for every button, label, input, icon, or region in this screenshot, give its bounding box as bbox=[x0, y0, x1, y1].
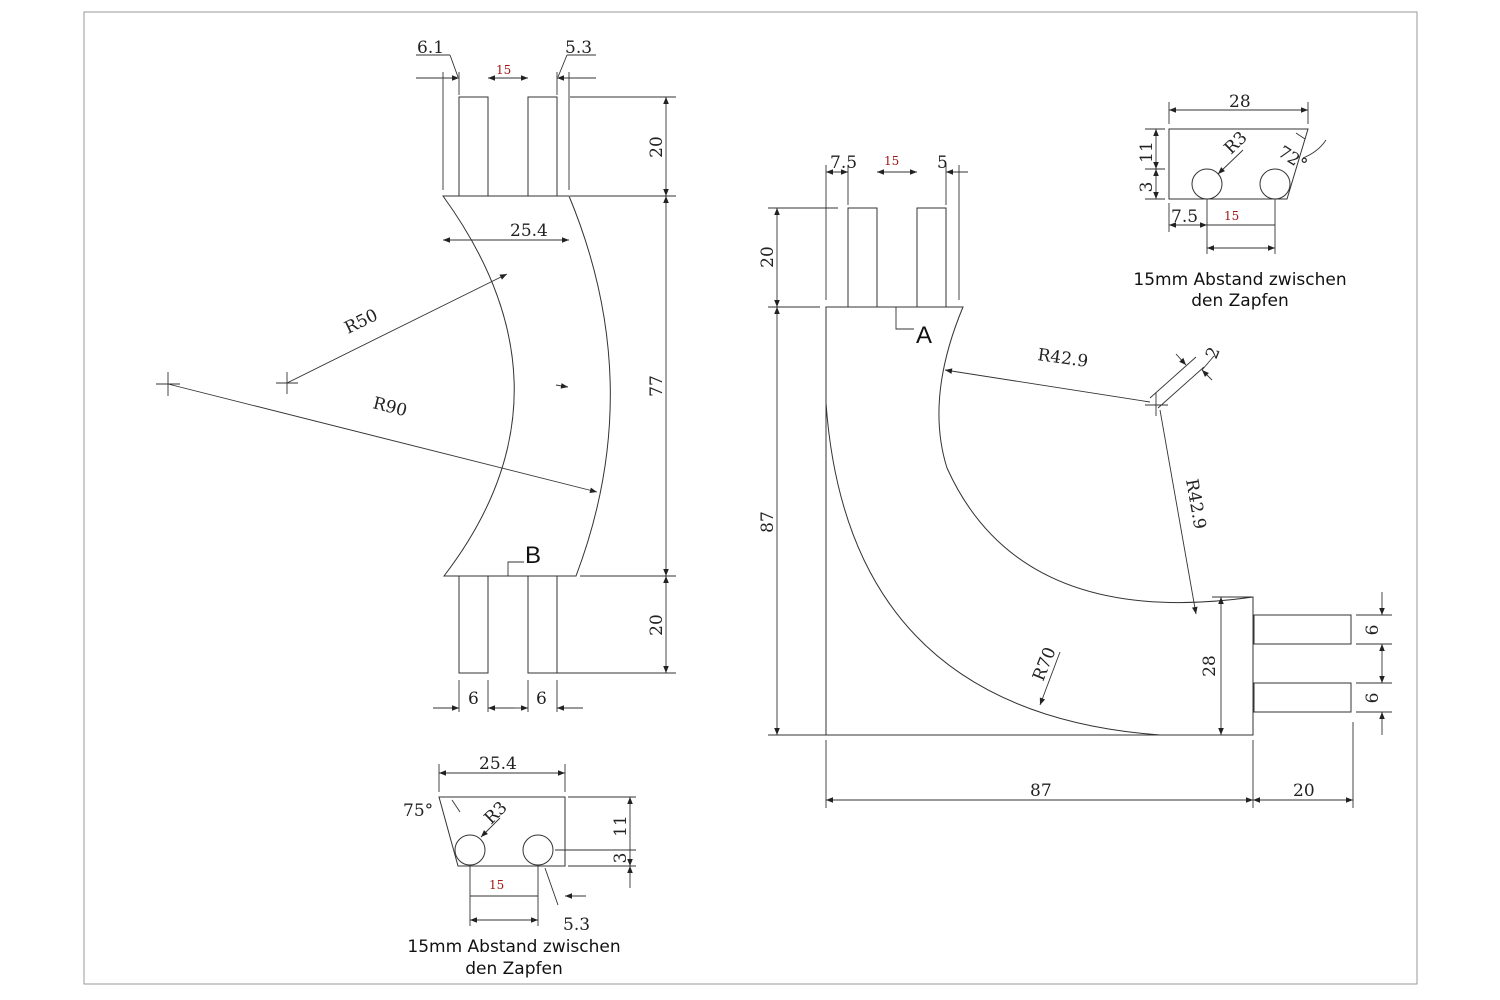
section-a-dim-28: 28 bbox=[1229, 92, 1251, 112]
part-b-bottom-tenon-right bbox=[527, 575, 558, 674]
section-b-angle: 75° bbox=[403, 801, 433, 821]
part-a-body-outline bbox=[825, 306, 1254, 736]
part-a-outer-arc bbox=[825, 402, 1161, 736]
part-a-dim-5: 5 bbox=[937, 153, 948, 173]
part-b-dim-15: 15 bbox=[496, 63, 511, 77]
part-a-label: A bbox=[916, 322, 932, 349]
part-b-dim-6-left: 6 bbox=[468, 689, 479, 709]
section-b-r3: R3 bbox=[481, 798, 512, 829]
part-a-dim-87-height: 87 bbox=[758, 511, 778, 533]
section-a-dim-7-5: 7.5 bbox=[1171, 207, 1198, 227]
part-b bbox=[156, 54, 676, 712]
part-a-top-tenon-right bbox=[916, 207, 947, 308]
part-b-dim-5-3: 5.3 bbox=[565, 38, 592, 58]
section-a-dim-3: 3 bbox=[1137, 182, 1157, 193]
part-b-r50-leader bbox=[286, 273, 508, 384]
part-a-r42-9-label-2: R42.9 bbox=[1181, 477, 1209, 530]
part-a-side-tenon-bottom bbox=[1253, 682, 1352, 713]
part-a-r42-9-leader-1 bbox=[944, 368, 1151, 403]
part-b-dim-6-right: 6 bbox=[536, 689, 547, 709]
part-b-label: B bbox=[525, 542, 541, 569]
section-a-hole-left bbox=[1191, 168, 1223, 200]
part-b-top-tenon-left bbox=[458, 96, 489, 197]
part-b-body-outline bbox=[442, 195, 611, 577]
part-a-dim-28: 28 bbox=[1200, 655, 1220, 677]
section-a-hole-right bbox=[1259, 168, 1291, 200]
section-b-dim-25-4: 25.4 bbox=[479, 754, 517, 774]
part-b-r50-label: R50 bbox=[341, 305, 381, 338]
section-a-note-line2: den Zapfen bbox=[1191, 291, 1289, 311]
part-a-r42-9-label-1: R42.9 bbox=[1036, 345, 1089, 372]
section-b-note-line2: den Zapfen bbox=[465, 959, 563, 979]
section-a-dim-11: 11 bbox=[1137, 141, 1157, 163]
part-a-r70-leader bbox=[1039, 651, 1061, 706]
part-b-dim-20-top: 20 bbox=[647, 136, 667, 158]
part-a-dim-7-5: 7.5 bbox=[830, 153, 857, 173]
part-a-dim-6-top: 6 bbox=[1363, 625, 1383, 636]
part-a-dim-20-tenon: 20 bbox=[1293, 781, 1315, 801]
section-a-outline bbox=[1168, 128, 1309, 200]
part-b-r90-label: R90 bbox=[371, 393, 409, 421]
section-a bbox=[1145, 102, 1327, 254]
part-b-dim-20-bottom: 20 bbox=[647, 614, 667, 636]
part-a-dim-15: 15 bbox=[884, 154, 899, 168]
part-b-bottom-tenon-left bbox=[458, 575, 489, 674]
section-a-r3: R3 bbox=[1221, 128, 1252, 159]
section-a-dim-15: 15 bbox=[1224, 209, 1239, 223]
section-b-hole-right bbox=[522, 834, 554, 866]
section-b-outline bbox=[438, 796, 566, 867]
section-b-dim-15: 15 bbox=[489, 878, 504, 892]
section-b-hole-left bbox=[454, 834, 486, 866]
section-a-note-line1: 15mm Abstand zwischen bbox=[1133, 270, 1346, 290]
part-b-r90-leader bbox=[167, 383, 598, 494]
part-a bbox=[768, 165, 1392, 808]
part-a-top-tenon-left bbox=[847, 207, 878, 308]
part-a-offset-2: 2 bbox=[1202, 344, 1225, 362]
part-b-dim-25-4: 25.4 bbox=[510, 221, 548, 241]
section-b bbox=[438, 764, 636, 926]
section-b-dim-3: 3 bbox=[611, 853, 631, 864]
part-b-top-tenon-right bbox=[527, 96, 558, 197]
part-a-dim-20-top: 20 bbox=[758, 246, 778, 268]
section-b-dim-5-3: 5.3 bbox=[563, 915, 590, 935]
part-b-dim-77: 77 bbox=[647, 375, 667, 397]
part-a-side-tenon-top bbox=[1253, 614, 1352, 645]
section-b-note-line1: 15mm Abstand zwischen bbox=[407, 937, 620, 957]
drawing-frame bbox=[83, 11, 1418, 985]
part-a-dim-87-width: 87 bbox=[1030, 781, 1052, 801]
part-a-r42-9-leader-2 bbox=[1159, 409, 1198, 615]
part-b-dim-6-1: 6.1 bbox=[417, 38, 444, 58]
section-b-dim-11: 11 bbox=[611, 815, 631, 837]
part-a-dim-6-bottom: 6 bbox=[1363, 693, 1383, 704]
